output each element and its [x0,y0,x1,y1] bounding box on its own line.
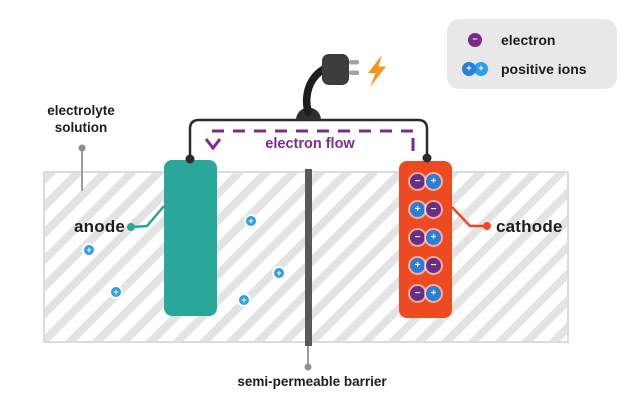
positive-ion-icon: + [426,286,441,301]
positive-ion-icon: + [474,61,488,76]
barrier-pointer-dot [304,363,312,371]
positive-ions-icon: + + [455,61,495,76]
cathode-label: cathode [496,217,563,236]
electron-icon: − [468,32,482,47]
electron-icon: − [410,230,425,245]
electron-icon: − [410,174,425,189]
cathode-ion-pair: +− [410,202,441,217]
electrolyte-label-line2: solution [54,119,108,135]
anode-electrode [164,160,217,316]
cable-junction [296,107,321,120]
cathode-ion-pair: +− [410,258,441,273]
barrier-label: semi-permeable barrier [237,374,387,389]
cathode-ion-pair: −+ [410,286,441,301]
anode-label: anode [74,217,126,236]
plug-cable [302,65,328,116]
lightning-bolt-icon [368,55,386,87]
legend-label-positive-ions: positive ions [501,60,587,77]
cathode-ion-pair: −+ [410,174,441,189]
plug-prong-bottom [349,70,359,75]
legend: − electron + + positive ions [447,19,617,89]
electrolyte-solution-label: electrolyte solution [28,103,134,137]
electron-flow-label: electron flow [265,136,355,152]
legend-item-positive-ions: + + positive ions [455,57,609,80]
legend-item-electron: − electron [455,28,609,51]
plug-prong-top [349,60,359,65]
cathode-electrode: −++−−++−−+ [399,161,452,318]
cathode-ion-pair: −+ [410,230,441,245]
electron-icon: − [426,258,441,273]
positive-ion-icon: + [462,61,476,76]
electrolyte-pointer-dot [78,144,86,152]
electron-icon: − [410,286,425,301]
electrolyte-label-line1: electrolyte [47,103,115,118]
positive-ion-icon: + [426,174,441,189]
electron-flow-arrowhead [204,138,222,151]
positive-ion-icon: + [410,258,425,273]
electron-icon: − [426,202,441,217]
positive-ion-icon: + [410,202,425,217]
legend-label-electron: electron [501,31,556,48]
plug-icon [322,54,349,85]
positive-ion-icon: + [426,230,441,245]
semi-permeable-barrier [305,169,312,346]
